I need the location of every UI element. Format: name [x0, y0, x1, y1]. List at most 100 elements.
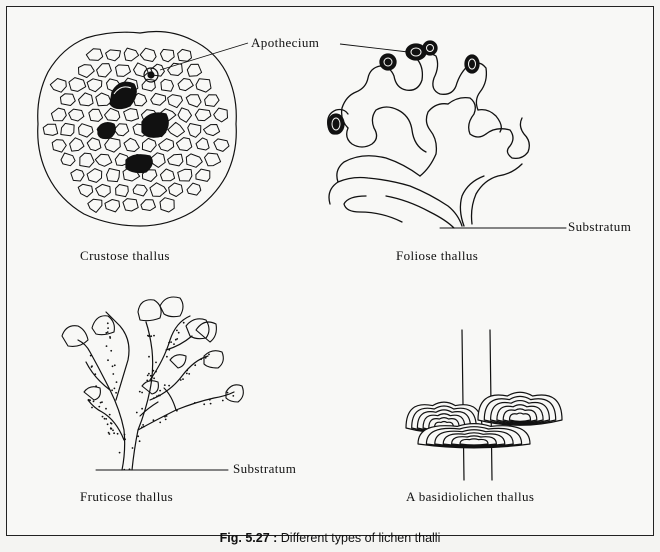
stipple-dot [150, 335, 152, 337]
areole-cell [43, 124, 58, 135]
areole-cell [186, 95, 201, 107]
stipple-dot [107, 327, 109, 329]
areole-cell [214, 139, 229, 152]
stipple-dot [150, 375, 152, 377]
areole-cell [178, 79, 193, 91]
stipple-dot [110, 427, 112, 429]
areole-cell [178, 49, 192, 61]
areole-cell [78, 184, 93, 197]
areole-cell [160, 169, 174, 181]
areole-cell [188, 124, 201, 138]
areole-cell [51, 108, 66, 121]
stipple-dot [168, 342, 170, 344]
areole-cell [168, 154, 183, 166]
foliose-thallus-label: Foliose thallus [396, 248, 478, 264]
areole-cell [79, 124, 94, 137]
areole-cell [114, 124, 129, 136]
areole-cell [124, 138, 139, 151]
stipple-dot [91, 366, 93, 368]
stipple-dot [91, 407, 93, 409]
areole-cell [160, 49, 174, 61]
stipple-dot [108, 432, 110, 434]
stipple-dot [194, 402, 196, 404]
areole-cell [140, 48, 156, 61]
basidiolichen-thallus-label: A basidiolichen thallus [406, 489, 534, 505]
areole-cell [178, 108, 192, 122]
areole-cell [196, 79, 211, 92]
stipple-dot [186, 373, 188, 375]
stipple-dot [90, 355, 92, 357]
stipple-dot [115, 392, 117, 394]
stipple-dot [147, 335, 149, 337]
stipple-dot [173, 343, 175, 345]
stipple-dot [124, 434, 126, 436]
areole-cell [124, 48, 138, 61]
stipple-dot [164, 416, 166, 418]
stipple-dot [112, 373, 114, 375]
stipple-dot [141, 392, 143, 394]
stipple-dot [182, 378, 184, 380]
stipple-dot [107, 359, 109, 361]
stipple-dot [106, 345, 108, 347]
stipple-dot [111, 389, 113, 391]
areole-cell [187, 64, 201, 76]
stipple-dot [141, 426, 143, 428]
areole-cell [107, 169, 120, 182]
stipple-dot [203, 403, 205, 405]
stipple-dot [222, 400, 224, 402]
stipple-dot [152, 370, 154, 372]
areole-cell [196, 169, 210, 181]
foliose-thallus-drawing [328, 41, 566, 228]
areole-cell [96, 93, 111, 106]
stipple-dot [107, 322, 109, 324]
stipple-dot [153, 335, 155, 337]
areole-cell [95, 154, 112, 166]
stipple-dot [205, 357, 207, 359]
stipple-dot [153, 419, 155, 421]
areole-cell [87, 169, 102, 183]
stipple-dot [168, 385, 170, 387]
areole-cell [178, 169, 192, 181]
stipple-dot [146, 380, 148, 382]
areole-cell [71, 169, 84, 181]
areole-cell [105, 138, 121, 152]
stipple-dot [151, 377, 153, 379]
stipple-dot [200, 358, 202, 360]
areole-cell [151, 93, 166, 105]
areole-cell [50, 79, 66, 93]
areole-cell [87, 138, 101, 151]
areole-cell [161, 79, 174, 91]
substratum-label-foliose: Substratum [568, 219, 631, 235]
figure-caption: Fig. 5.27 : Different types of lichen th… [0, 531, 660, 545]
stipple-dot [112, 429, 114, 431]
stipple-dot [110, 350, 112, 352]
stipple-dot [168, 349, 170, 351]
stipple-dot [166, 356, 168, 358]
areole-cell [61, 153, 75, 166]
basidiolichen-thallus-drawing [406, 330, 562, 480]
stipple-dot [155, 362, 157, 364]
areole-cell [105, 108, 120, 120]
areole-cell [52, 140, 66, 153]
areole-cell [176, 138, 191, 151]
stipple-dot [166, 415, 168, 417]
areole-cell [186, 154, 202, 167]
apothecium-label: Apothecium [251, 35, 319, 51]
areole-cell [159, 139, 174, 152]
areole-cell [69, 109, 84, 121]
areole-cell [150, 183, 167, 197]
stipple-dot [180, 379, 182, 381]
stipple-dot [104, 418, 106, 420]
stipple-dot [209, 399, 211, 401]
areole-cell [86, 49, 102, 61]
substratum-label-fruticose: Substratum [233, 461, 296, 477]
stipple-dot [93, 401, 95, 403]
stipple-dot [113, 432, 115, 434]
stipple-dot [107, 423, 109, 425]
stipple-dot [102, 416, 104, 418]
stipple-dot [183, 322, 185, 324]
areole-cell [205, 95, 220, 107]
figure-caption-text: Different types of lichen thalli [281, 531, 441, 545]
areole-cell [204, 125, 220, 136]
areole-cell [70, 138, 84, 151]
